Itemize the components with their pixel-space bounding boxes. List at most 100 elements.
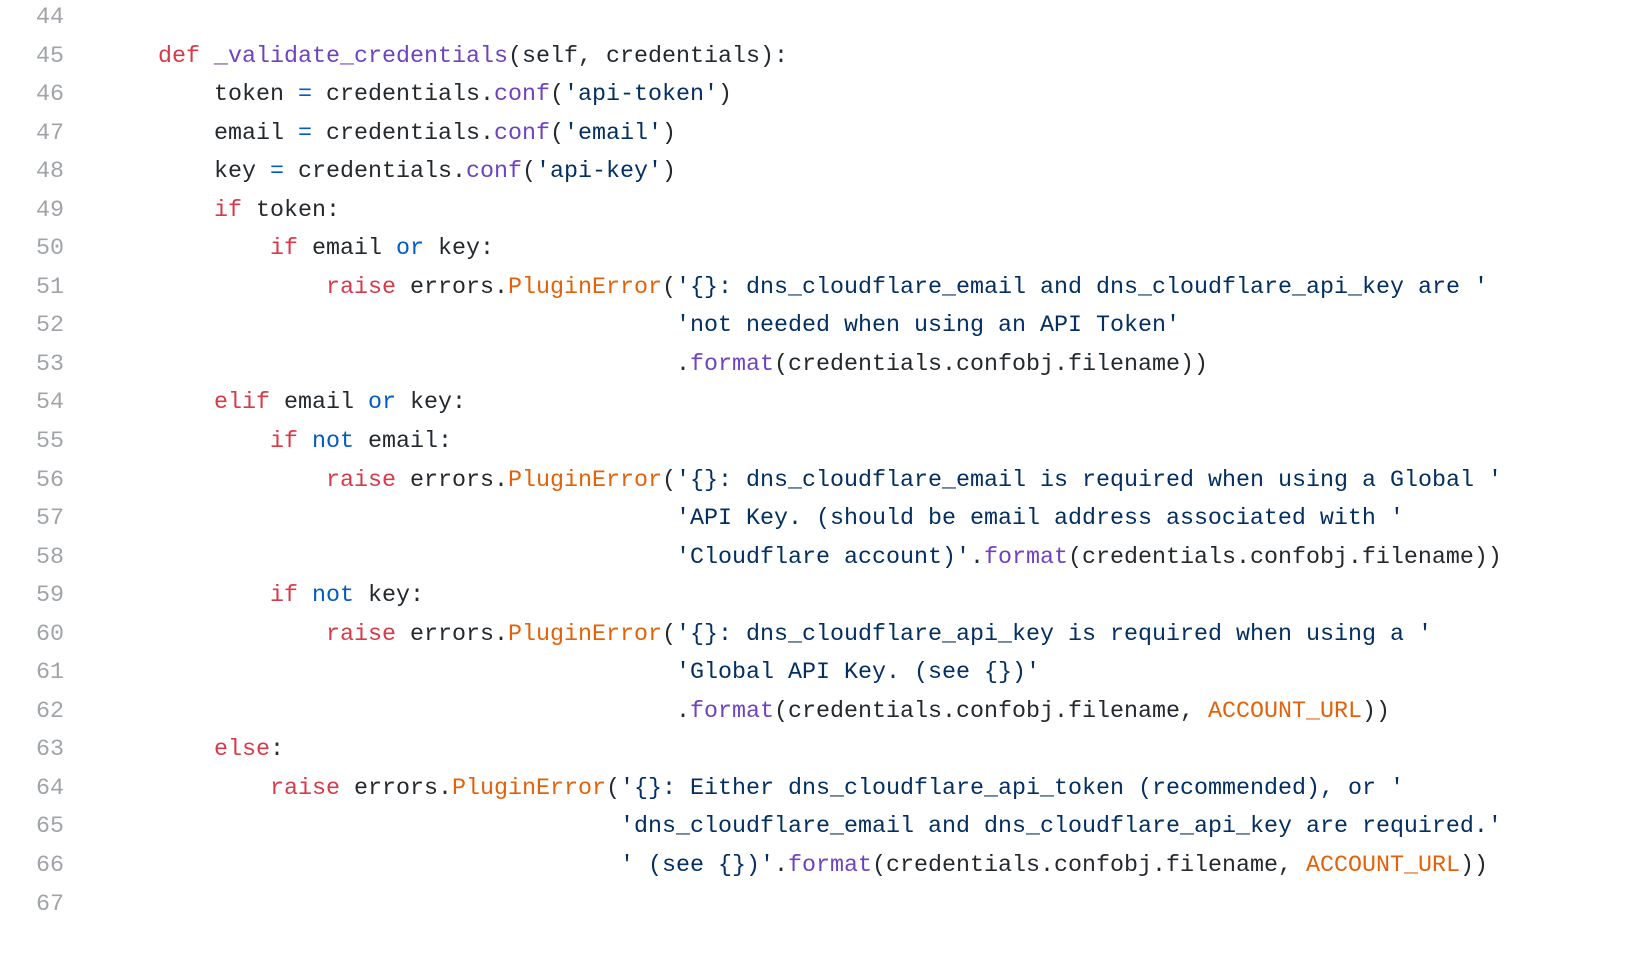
string-token: 'not needed when using an API Token' [675,313,1180,340]
line-code: def _validate_credentials(self, credenti… [102,38,788,77]
code-text: . [102,351,690,378]
line-code: else: [102,731,284,770]
operator-token: not [312,583,354,610]
line-number[interactable]: 44 [36,5,64,31]
code-text: errors. [396,274,508,301]
code-text: credentials. [312,120,494,147]
code-text: ( [550,82,564,109]
keyword-token: else [214,737,270,764]
line-number[interactable]: 46 [36,82,64,109]
code-text: email [298,236,396,263]
code-text [102,198,214,224]
code-line: 45 def _validate_credentials(self, crede… [0,38,1628,77]
operator-token: not [312,429,354,456]
line-number[interactable]: 52 [36,313,64,340]
code-line: 47 email = credentials.conf('email') [0,115,1628,154]
string-token: 'api-key' [536,159,662,186]
code-line: 58 'Cloudflare account)'.format(credenti… [0,539,1628,578]
line-code: raise errors.PluginError('{}: dns_cloudf… [102,269,1488,308]
line-code: 'dns_cloudflare_email and dns_cloudflare… [102,808,1502,847]
line-code: if email or key: [102,230,494,269]
code-text: errors. [396,621,508,648]
line-number[interactable]: 59 [36,583,64,610]
code-line: 51 raise errors.PluginError('{}: dns_clo… [0,269,1628,308]
keyword-token: elif [214,390,270,417]
constant-token: PluginError [452,775,606,802]
code-text: . [102,698,690,725]
code-line: 56 raise errors.PluginError('{}: dns_clo… [0,462,1628,501]
code-text: key: [396,390,466,417]
code-line: 50 if email or key: [0,230,1628,269]
code-text: ) [718,82,732,109]
code-text: (credentials.confobj.filename)) [773,351,1208,378]
string-token: '{}: dns_cloudflare_email and dns_cloudf… [676,274,1488,301]
code-line: 53 .format(credentials.confobj.filename)… [0,346,1628,385]
code-line: 57 'API Key. (should be email address as… [0,500,1628,539]
line-number[interactable]: 61 [36,660,64,687]
line-number[interactable]: 63 [36,737,64,764]
keyword-token: raise [270,775,340,802]
string-token: 'dns_cloudflare_email and dns_cloudflare… [619,814,1502,841]
line-number[interactable]: 56 [36,467,64,494]
code-line: 66 ' (see {})'.format(credentials.confob… [0,847,1628,886]
code-line: 60 raise errors.PluginError('{}: dns_clo… [0,616,1628,655]
line-number[interactable]: 51 [36,274,64,301]
code-text: ) [662,120,676,147]
code-text [102,737,214,763]
code-text [102,545,676,571]
code-line: 44 [0,0,1628,38]
operator-token: = [298,120,312,147]
line-code: raise errors.PluginError('{}: dns_cloudf… [102,616,1432,655]
keyword-token: raise [326,274,396,301]
line-code: ' (see {})'.format(credentials.confobj.f… [102,847,1488,886]
constant-token: PluginError [508,467,662,494]
line-code: raise errors.PluginError('{}: dns_cloudf… [102,462,1502,501]
string-token: 'Global API Key. (see {})' [675,660,1040,687]
line-code: token = credentials.conf('api-token') [102,76,732,115]
function-token: conf [466,159,522,186]
keyword-token: if [270,583,298,610]
operator-token: or [396,236,424,263]
line-number[interactable]: 53 [36,351,64,378]
line-number[interactable]: 45 [36,43,64,70]
function-token: format [787,853,872,880]
code-text [102,390,214,416]
code-text: ( [550,120,564,147]
line-code: .format(credentials.confobj.filename)) [102,346,1208,385]
line-number[interactable]: 64 [36,775,64,802]
code-text [102,429,270,455]
code-text [102,236,270,262]
line-number[interactable]: 65 [36,814,64,841]
line-number[interactable]: 62 [36,698,64,725]
code-text: credentials. [312,82,494,109]
line-number[interactable]: 49 [36,197,64,224]
string-token: ' (see {})' [619,853,774,880]
keyword-token: if [214,197,242,224]
line-number[interactable]: 48 [36,159,64,186]
code-line: 49 if token: [0,192,1628,231]
code-line: 61 'Global API Key. (see {})' [0,654,1628,693]
code-text [298,429,312,455]
string-token: 'api-token' [564,82,718,109]
code-text: ) [662,159,676,186]
line-code: 'not needed when using an API Token' [102,307,1180,346]
line-number[interactable]: 60 [36,621,64,648]
line-number[interactable]: 54 [36,390,64,417]
line-number[interactable]: 57 [36,506,64,533]
code-text: key [102,159,270,186]
line-number[interactable]: 47 [36,120,64,147]
line-number[interactable]: 50 [36,236,64,263]
line-number[interactable]: 67 [36,891,64,918]
code-text: token [102,82,298,109]
code-line: 46 token = credentials.conf('api-token') [0,76,1628,115]
keyword-token: raise [326,621,396,648]
line-number[interactable]: 58 [36,544,64,571]
line-number[interactable]: 55 [36,429,64,456]
function-token: conf [494,120,550,147]
operator-token: or [368,390,396,417]
code-text: : [270,737,284,764]
line-number[interactable]: 66 [36,853,64,880]
code-text: key: [354,583,424,610]
keyword-token: if [270,429,298,456]
code-text [102,506,676,532]
